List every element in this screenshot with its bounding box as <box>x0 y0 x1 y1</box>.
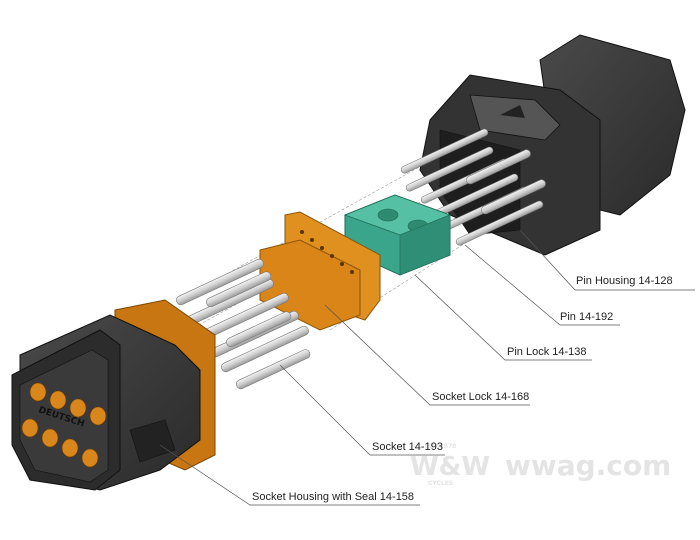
label-pin-lock: Pin Lock 14-138 <box>507 346 587 358</box>
watermark: W&W wwag.com EST 1978 CYCLES <box>410 443 671 487</box>
watermark-site: wwag.com <box>505 449 671 482</box>
label-socket-lock: Socket Lock 14-168 <box>432 391 529 403</box>
label-pin-housing: Pin Housing 14-128 <box>576 275 673 287</box>
sockets <box>176 258 311 390</box>
socket-lock <box>259 211 381 331</box>
watermark-tag-top: EST 1978 <box>425 443 456 450</box>
socket-housing: DEUTSCH <box>11 299 216 491</box>
label-socket: Socket 14-193 <box>372 441 443 453</box>
label-pin: Pin 14-192 <box>560 311 613 323</box>
leader-lines <box>159 229 695 506</box>
label-socket-housing: Socket Housing with Seal 14-158 <box>252 491 414 503</box>
watermark-tag-bottom: CYCLES <box>428 480 453 487</box>
watermark-brand: W&W <box>410 452 490 482</box>
